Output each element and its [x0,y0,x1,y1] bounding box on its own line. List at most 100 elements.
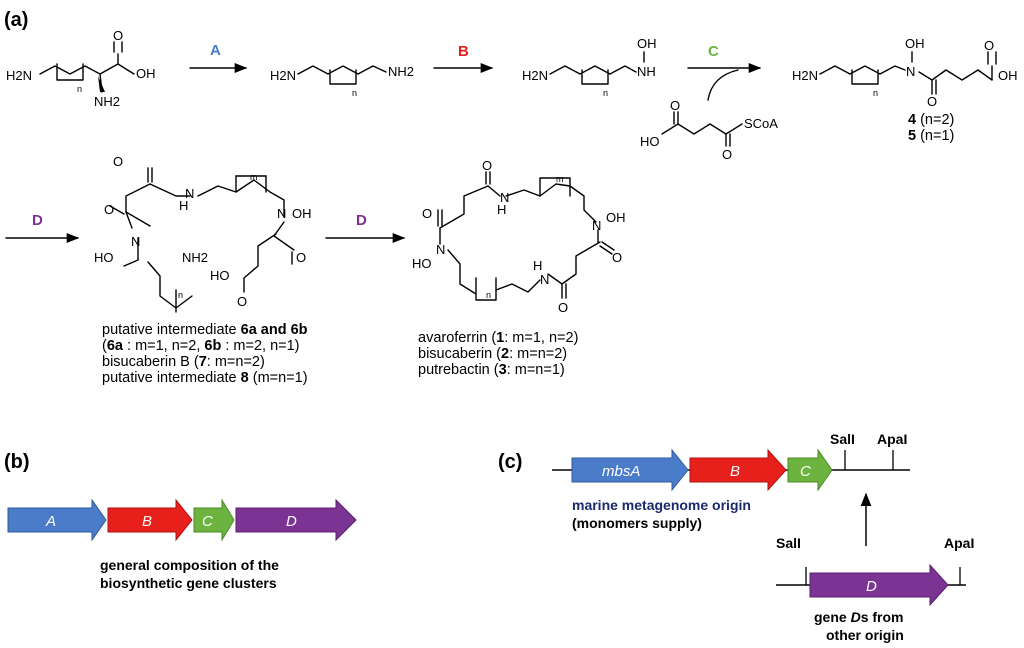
atom-o-6-right: O [296,250,306,265]
atom-h-macro-bottom: H [533,258,542,273]
atom-o-6-acid: O [237,294,247,309]
caption-right-line2: bisucaberin (2: m=n=2) [418,346,567,362]
gene-b-b-arrow [107,498,193,542]
panel-label-a: (a) [4,9,28,31]
atom-nh2-diamine: NH2 [388,64,414,79]
atom-o-6-top: O [113,154,123,169]
gene-b-d-label: D [286,513,297,530]
atom-h2n-prod: H2N [792,68,818,83]
n-hydroxy-diamine: H2N NH OH n [522,36,657,98]
atom-h-macro-top: H [497,202,506,217]
note-c-line1: marine metagenome origin [572,497,751,513]
atom-oh: OH [136,66,156,81]
atom-n-prod: N [906,64,915,79]
caption-right-line3: putrebactin (3: m=n=1) [418,362,565,378]
enzyme-c-label: C [708,43,719,60]
succinyl-coa: HO O O SCoA [640,98,778,162]
label-n-hydroxy: n [603,88,608,98]
panel-label-b: (b) [4,451,30,473]
caption-left-line3: bisucaberin B (7: m=n=2) [102,354,265,370]
gene-cluster-c: mbsA B C SalI ApaI marine metagenome ori… [552,431,974,643]
gene-c-b-label: B [730,463,740,480]
atom-o-macro-right: O [612,250,622,265]
atom-o-macro-left: O [422,206,432,221]
atom-scoa: SCoA [744,116,778,131]
caption-left-line2: (6a : m=1, n=2, 6b : m=2, n=1) [102,338,300,354]
atom-oh-macro-right: OH [606,210,626,225]
site-apal-bottom: ApaI [944,535,974,551]
gene-c-b-arrow [689,448,787,492]
note-c-line3: gene Ds from [814,609,904,625]
atom-o-prod2: O [984,38,994,53]
enzyme-d-label-2: D [356,212,367,229]
caption-right: avaroferrin (1: m=1, n=2) bisucaberin (2… [418,330,578,378]
atom-h2n-diamine: H2N [270,68,296,83]
atom-nh2: NH2 [94,94,120,109]
atom-h-6: H [179,198,188,213]
gene-c-d-arrow [809,563,949,607]
atom-h2n: H2N [6,68,32,83]
arrow-c-curve [707,69,739,101]
note-c-line4: other origin [826,627,904,643]
gene-c-c-label: C [800,463,811,480]
diamine: H2N NH2 n [270,64,414,98]
atom-n-6-top: N [185,186,194,201]
atom-o-succ1: O [670,98,680,113]
atom-oh-prod: OH [905,36,925,51]
atom-o: O [113,28,123,43]
atom-nh-hydroxy: NH [637,64,656,79]
substrate-amino-acid: H2N O OH NH2 n [6,28,156,109]
note-c-line2: (monomers supply) [572,515,702,531]
gene-b-a-arrow [7,498,107,542]
atom-ho-succ: HO [640,134,660,149]
site-apal-top: ApaI [877,431,907,447]
gene-b-b-label: B [142,513,152,530]
gene-c-mbsa-label: mbsA [602,463,640,480]
atom-o-prod1: O [927,94,937,109]
label-m-6: m [250,172,258,182]
atom-oh-6-right: OH [292,206,312,221]
atom-n-6-right: N [277,206,286,221]
atom-n-6-left: N [131,234,140,249]
label-n-6: n [178,290,183,300]
intermediate-6: O H N O N HO NH2 N OH O HO O m n [94,154,312,313]
label-n: n [77,84,82,94]
atom-o-macro-bottom: O [558,300,568,315]
gene-b-a-label: A [45,513,56,530]
atom-h2n-hydroxy: H2N [522,68,548,83]
enzyme-d-label-1: D [32,212,43,229]
label-n-prod: n [873,88,878,98]
enzyme-b-label: B [458,43,469,60]
atom-n-macro-right: N [592,218,601,233]
gene-b-c-arrow [193,498,235,542]
atom-o-macro-top: O [482,158,492,173]
product-4-5: H2N N OH O O OH n 4 (n=2) 5 (n=1) [792,36,1018,144]
atom-n-macro-left: N [436,242,445,257]
note-b-line2: biosynthetic gene clusters [100,575,277,591]
gene-c-c-arrow [787,448,833,492]
gene-b-c-label: C [202,513,213,530]
macrocycle-product: O N H O N HO H N O N OH O m n [412,158,626,315]
caption-left: putative intermediate 6a and 6b (6a : m=… [102,322,308,386]
label-n-macro: n [486,290,491,300]
gene-cluster-b: A B C D general composition of the biosy… [7,498,357,591]
atom-oh-prod2: OH [998,68,1018,83]
atom-n-macro-bottom: N [540,272,549,287]
caption-right-line1: avaroferrin (1: m=1, n=2) [418,330,578,346]
caption-left-line1: putative intermediate 6a and 6b [102,322,308,338]
panel-label-c: (c) [498,451,522,473]
enzyme-a-label: A [210,42,221,59]
gene-b-d-arrow [235,498,357,542]
atom-ho-6-acid: HO [210,268,230,283]
atom-ho-macro-left: HO [412,256,432,271]
label-m-macro: m [556,174,564,184]
atom-nh2-6: NH2 [182,250,208,265]
site-sall-top: SalI [830,431,855,447]
gene-c-d-label: D [866,578,877,595]
compound-5-label: 5 (n=1) [908,128,954,144]
atom-n-macro-top: N [500,190,509,205]
note-b-line1: general composition of the [100,557,279,573]
label-n-diamine: n [352,88,357,98]
atom-o-succ2: O [722,147,732,162]
